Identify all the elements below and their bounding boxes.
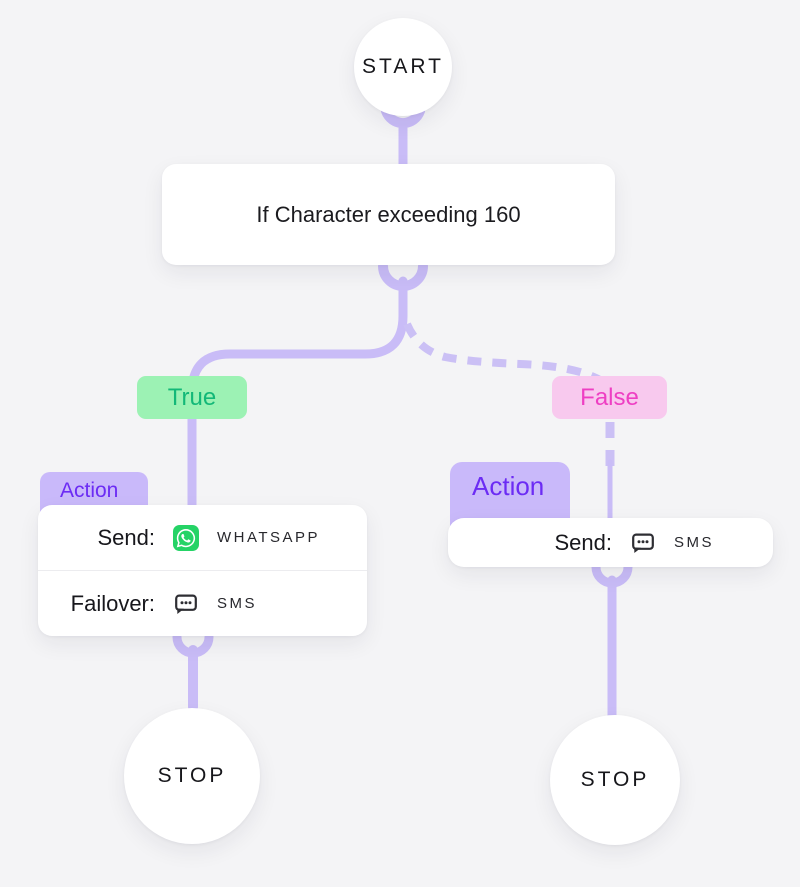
condition-label: If Character exceeding 160: [256, 201, 521, 227]
whatsapp-icon: [173, 524, 199, 551]
stop-node-true-branch[interactable]: STOP: [124, 708, 260, 844]
branch-chip-true[interactable]: True: [137, 376, 247, 419]
send-label: Send:: [554, 529, 613, 555]
failover-label: Failover:: [70, 590, 155, 616]
true-action-tag: Action: [60, 479, 119, 502]
start-node[interactable]: START: [354, 18, 452, 116]
sms-value: SMS: [217, 595, 258, 612]
whatsapp-value: WHATSAPP: [217, 529, 321, 546]
branch-chip-false[interactable]: False: [552, 376, 667, 419]
false-branch-connector-dashed: [403, 322, 614, 399]
stop-node-false-branch[interactable]: STOP: [550, 715, 680, 845]
sms-icon: [630, 530, 656, 556]
true-label: True: [167, 383, 217, 411]
false-action-tab: Action: [450, 462, 570, 526]
false-label: False: [580, 383, 639, 411]
stop-label: STOP: [157, 764, 227, 787]
action-row-failover-sms[interactable]: Failover: SMS: [38, 571, 367, 636]
sms-value: SMS: [674, 534, 715, 551]
sms-icon: [173, 591, 199, 617]
start-label: START: [362, 55, 444, 78]
false-action-card[interactable]: Send: SMS: [448, 518, 773, 567]
false-action-tag: Action: [472, 471, 545, 501]
send-label: Send:: [97, 524, 156, 550]
true-branch-connector: [187, 276, 408, 512]
condition-node[interactable]: If Character exceeding 160: [162, 164, 615, 265]
true-action-card[interactable]: Send: WHATSAPP Failover:: [38, 505, 367, 636]
stop-label: STOP: [580, 768, 650, 791]
action-row-send-whatsapp[interactable]: Send: WHATSAPP: [38, 505, 367, 571]
action-row-send-sms[interactable]: Send: SMS: [448, 518, 773, 567]
